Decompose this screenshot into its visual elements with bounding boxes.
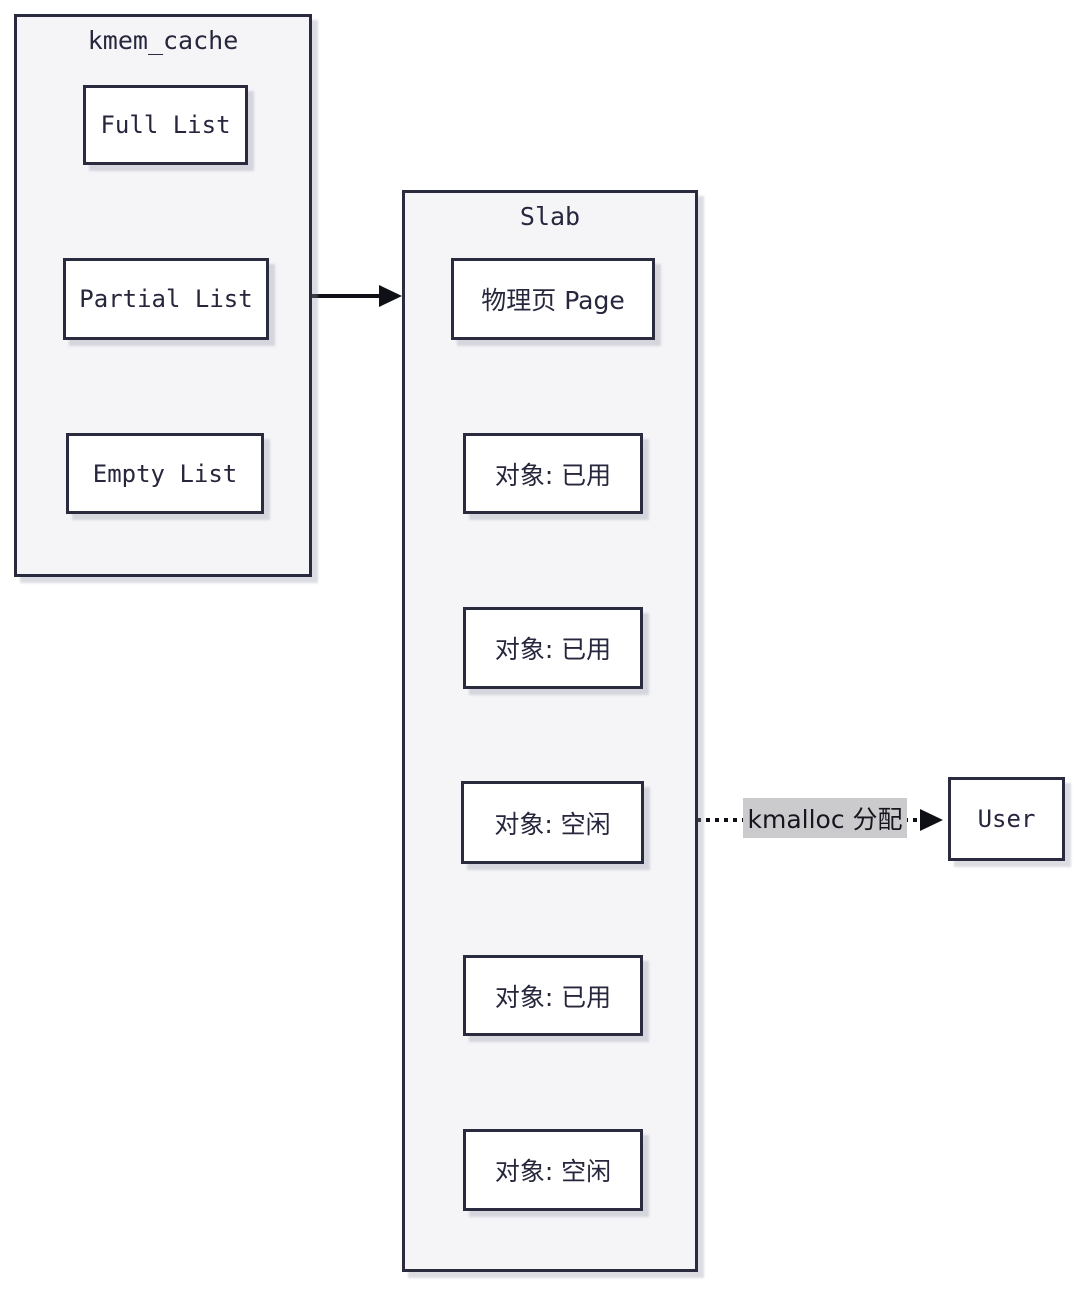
box-object-free-1: 对象: 空闲 bbox=[461, 781, 644, 864]
box-object-free-2: 对象: 空闲 bbox=[463, 1129, 643, 1211]
user-label: User bbox=[977, 805, 1036, 833]
box-partial-list: Partial List bbox=[63, 258, 269, 340]
partial-to-slab-arrowhead bbox=[379, 285, 402, 307]
kmalloc-label-text: kmalloc 分配 bbox=[747, 805, 903, 834]
object-used-1-label: 对象: 已用 bbox=[494, 460, 612, 490]
box-empty-list: Empty List bbox=[66, 433, 264, 514]
box-object-used-2: 对象: 已用 bbox=[463, 607, 643, 689]
box-physical-page: 物理页 Page bbox=[451, 258, 655, 340]
object-used-3-label: 对象: 已用 bbox=[494, 982, 612, 1012]
kmalloc-arrowhead bbox=[920, 809, 943, 831]
empty-list-label: Empty List bbox=[92, 459, 238, 488]
partial-list-label: Partial List bbox=[79, 285, 253, 313]
object-free-2-label: 对象: 空闲 bbox=[494, 1157, 612, 1186]
slab-container: Slab 物理页 Page 对象: 已用 对象: 已用 对象: 空闲 对象: 已… bbox=[402, 190, 698, 1272]
object-free-1-label: 对象: 空闲 bbox=[494, 809, 611, 839]
box-object-used-3: 对象: 已用 bbox=[463, 955, 643, 1036]
physical-page-label: 物理页 Page bbox=[481, 286, 625, 315]
box-user: User bbox=[948, 777, 1065, 861]
object-used-2-label: 对象: 已用 bbox=[494, 635, 612, 664]
full-list-label: Full List bbox=[100, 111, 231, 139]
slab-title: Slab bbox=[519, 202, 581, 231]
kmem-cache-container: kmem_cache Full List Partial List Empty … bbox=[14, 14, 312, 577]
box-full-list: Full List bbox=[83, 85, 248, 165]
box-object-used-1: 对象: 已用 bbox=[463, 433, 643, 514]
kmem-cache-title: kmem_cache bbox=[87, 26, 239, 55]
kmalloc-label: kmalloc 分配 bbox=[743, 798, 907, 838]
